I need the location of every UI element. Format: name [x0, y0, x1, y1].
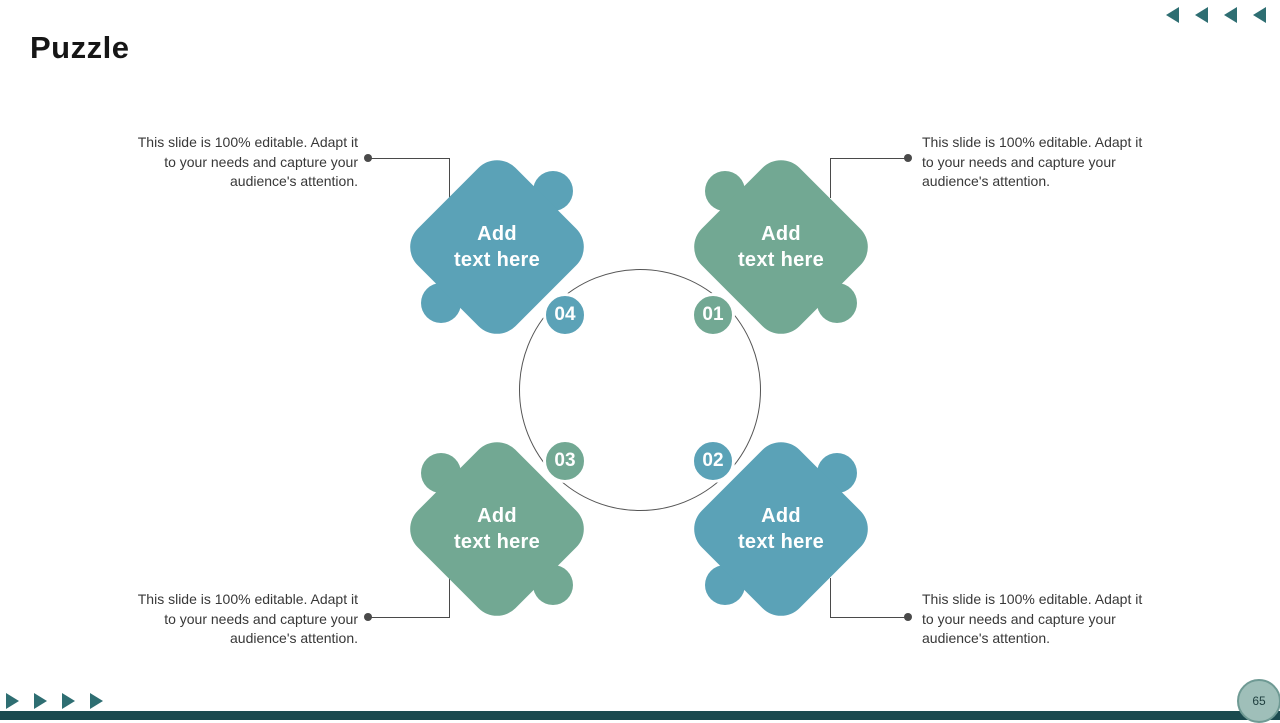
left-arrow-icon[interactable]	[1195, 7, 1208, 23]
top-right-nav-arrows	[1166, 7, 1266, 23]
left-arrow-icon[interactable]	[1166, 7, 1179, 23]
puzzle-piece-02: Add text here 02	[683, 431, 879, 627]
piece-label-line: Add	[761, 505, 801, 527]
page-number-badge: 65	[1237, 679, 1280, 723]
callout-line: This slide is 100% editable. Adapt it	[137, 134, 358, 150]
footer-accent-bar	[0, 711, 1280, 720]
puzzle-piece-label[interactable]: Add text here	[399, 431, 595, 627]
piece-number-badge: 02	[691, 439, 735, 483]
callout-connector	[830, 578, 831, 618]
piece-label-line: Add	[761, 223, 801, 245]
puzzle-piece-label[interactable]: Add text here	[399, 149, 595, 345]
callout-line: audience's attention.	[922, 173, 1050, 189]
puzzle-piece-label[interactable]: Add text here	[683, 431, 879, 627]
callout-connector-dot	[904, 613, 912, 621]
callout-line: This slide is 100% editable. Adapt it	[922, 591, 1143, 607]
piece-label-line: text here	[737, 531, 825, 553]
callout-connector	[449, 578, 450, 618]
bottom-left-nav-arrows	[6, 693, 103, 709]
callout-line: This slide is 100% editable. Adapt it	[137, 591, 358, 607]
piece-label-line: text here	[453, 249, 541, 271]
left-arrow-icon[interactable]	[1224, 7, 1237, 23]
piece-number-badge: 04	[543, 293, 587, 337]
puzzle-piece-label[interactable]: Add text here	[683, 149, 879, 345]
callout-line: to your needs and capture your	[922, 610, 1116, 627]
callout-connector	[830, 617, 908, 618]
right-arrow-icon[interactable]	[62, 693, 75, 709]
puzzle-piece-04: Add text here 04	[399, 149, 595, 345]
callout-connector	[830, 158, 908, 159]
piece-number-badge: 03	[543, 439, 587, 483]
callout-line: This slide is 100% editable. Adapt it	[922, 134, 1143, 150]
callout-connector	[449, 158, 450, 198]
center-circle	[519, 269, 761, 511]
callout-text-top-left: This slide is 100% editable. Adapt it to…	[96, 133, 358, 192]
piece-label-line: Add	[477, 505, 517, 527]
callout-connector	[830, 158, 831, 198]
callout-line: audience's attention.	[230, 630, 358, 646]
callout-connector	[368, 158, 450, 159]
callout-connector	[368, 617, 450, 618]
slide-title: Puzzle	[30, 30, 130, 65]
callout-connector-dot	[904, 154, 912, 162]
right-arrow-icon[interactable]	[90, 693, 103, 709]
callout-text-bottom-left: This slide is 100% editable. Adapt it to…	[96, 590, 358, 649]
piece-label-line: text here	[453, 531, 541, 553]
callout-line: to your needs and capture your	[164, 610, 358, 627]
piece-label-line: Add	[477, 223, 517, 245]
callout-text-bottom-right: This slide is 100% editable. Adapt it to…	[922, 590, 1184, 649]
piece-label-line: text here	[737, 249, 825, 271]
callout-line: to your needs and capture your	[164, 153, 358, 170]
right-arrow-icon[interactable]	[6, 693, 19, 709]
left-arrow-icon[interactable]	[1253, 7, 1266, 23]
callout-line: audience's attention.	[230, 173, 358, 189]
right-arrow-icon[interactable]	[34, 693, 47, 709]
callout-line: audience's attention.	[922, 630, 1050, 646]
piece-number-badge: 01	[691, 293, 735, 337]
puzzle-piece-03: Add text here 03	[399, 431, 595, 627]
callout-line: to your needs and capture your	[922, 153, 1116, 170]
callout-text-top-right: This slide is 100% editable. Adapt it to…	[922, 133, 1184, 192]
puzzle-piece-01: Add text here 01	[683, 149, 879, 345]
